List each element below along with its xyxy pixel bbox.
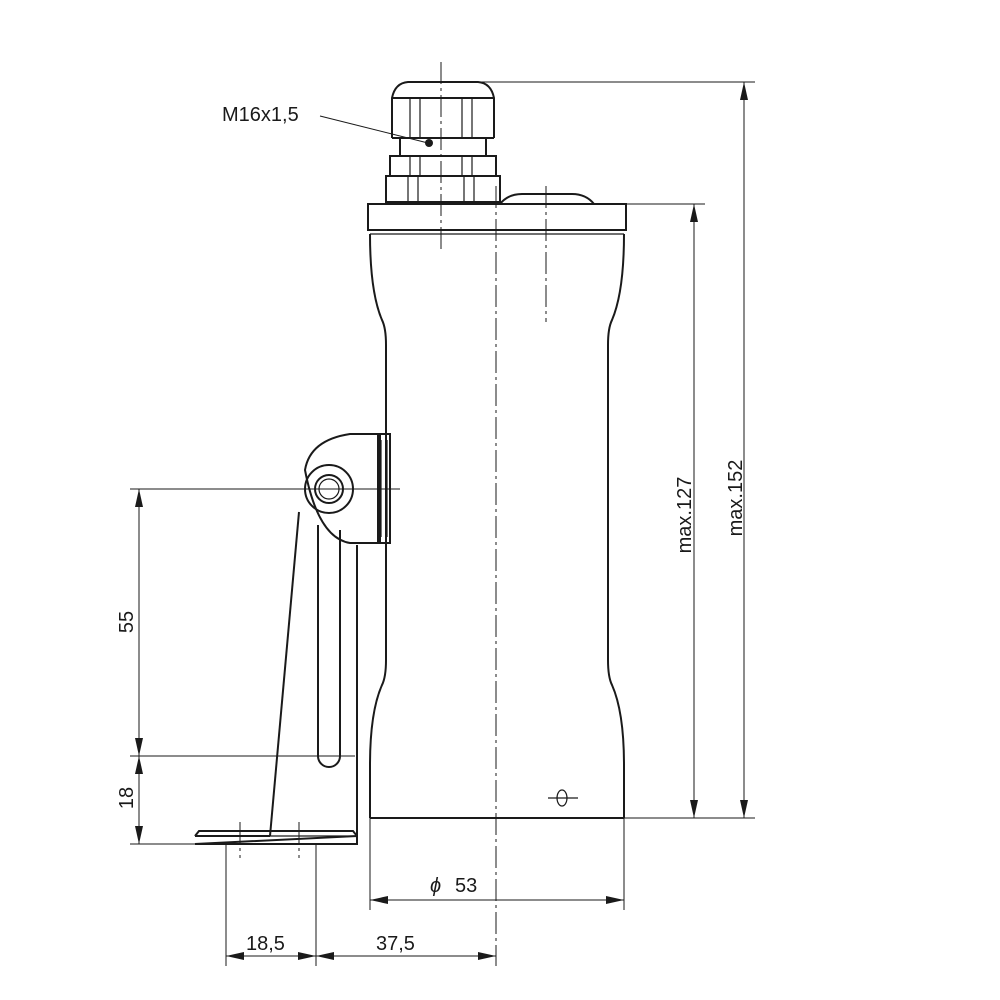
dimension-diameter xyxy=(369,818,625,910)
mounting-bracket xyxy=(194,433,391,858)
dim-diameter-label: 53 xyxy=(455,875,477,897)
dimension-total-height xyxy=(470,81,755,819)
dimension-foot-width xyxy=(225,844,317,966)
dim-foot-width-label: 18,5 xyxy=(246,933,285,955)
dim-slot-length-label: 55 xyxy=(116,611,138,633)
dimension-slot-length xyxy=(130,488,400,757)
dimension-base-height xyxy=(130,756,195,845)
dim-offset-label: 37,5 xyxy=(376,933,415,955)
housing-body xyxy=(369,186,625,966)
dimension-offset xyxy=(316,952,496,960)
housing-lid xyxy=(367,186,627,322)
dim-body-height-label: max.127 xyxy=(674,477,696,554)
diameter-symbol: ϕ xyxy=(430,875,441,897)
dim-base-height-label: 18 xyxy=(116,787,138,809)
thread-callout xyxy=(319,115,433,147)
dim-total-height-label: max.152 xyxy=(725,460,747,537)
thread-label: M16x1,5 xyxy=(222,104,299,126)
cable-gland xyxy=(385,62,501,250)
dimension-body-height xyxy=(626,203,705,818)
